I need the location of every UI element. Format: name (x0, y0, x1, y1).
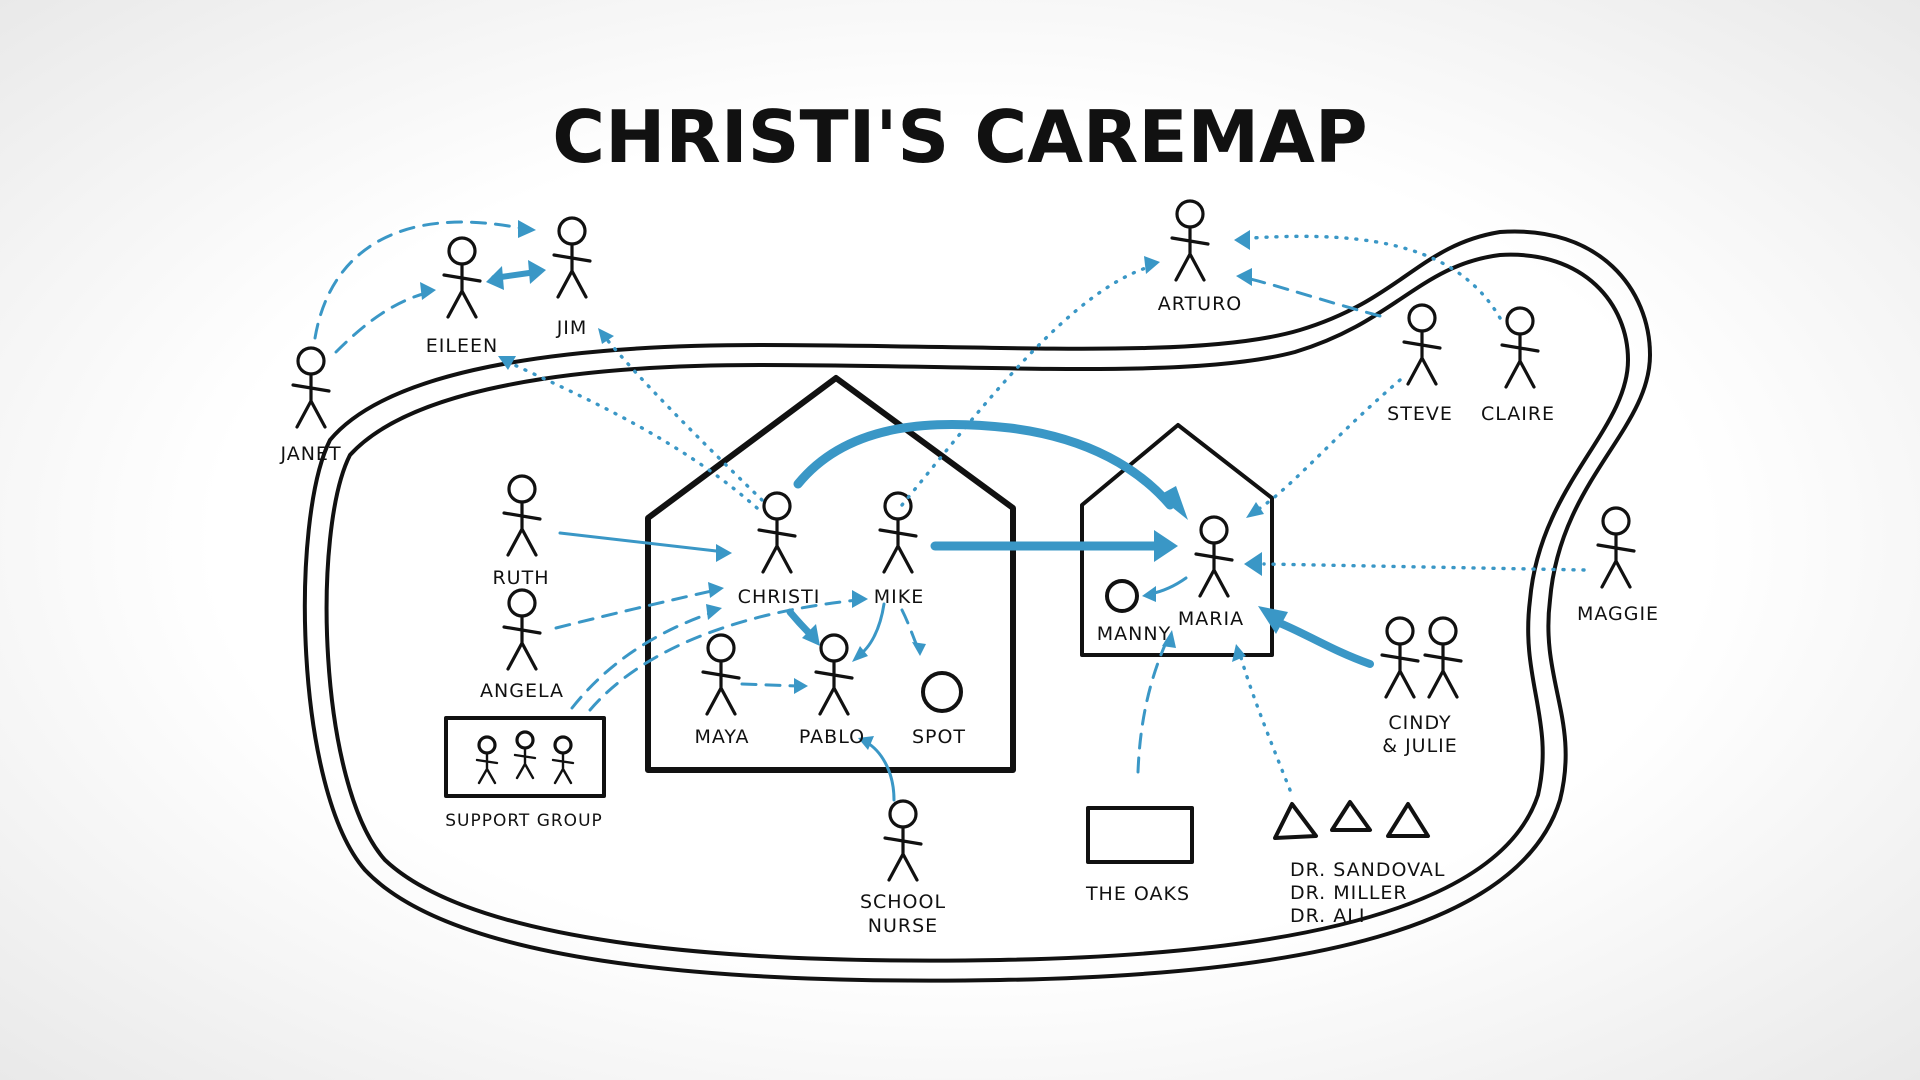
doctor-icon (1330, 800, 1372, 832)
janet-figure (291, 346, 331, 429)
jim-figure (552, 216, 592, 299)
support-group-box (444, 716, 606, 798)
maya-figure (701, 633, 741, 716)
maria-figure (1194, 515, 1234, 598)
label-manny: MANNY (1097, 623, 1171, 645)
label-maya: MAYA (694, 726, 749, 748)
label-spot: SPOT (912, 726, 966, 748)
community-boundary-inner (324, 252, 1630, 963)
spot-pet-icon (921, 671, 963, 713)
label-angela: ANGELA (480, 680, 564, 702)
label-julie: & JULIE (1382, 735, 1458, 757)
cindy-figure (1380, 616, 1420, 699)
arturo-figure (1170, 199, 1210, 282)
school-nurse-figure (883, 799, 923, 882)
label-cindy: CINDY (1388, 712, 1451, 734)
support-member-icon (475, 735, 499, 785)
support-member-icon (551, 735, 575, 785)
label-maria: MARIA (1178, 608, 1244, 630)
label-janet: JANET (279, 443, 341, 465)
label-jim: JIM (556, 317, 588, 339)
label-doctor-3: DR. ALI (1290, 905, 1365, 927)
claire-figure (1500, 306, 1540, 389)
the-oaks-building (1086, 806, 1194, 864)
manny-pet-icon (1105, 579, 1139, 613)
christi-house (645, 375, 1016, 773)
label-doctor-1: DR. SANDOVAL (1290, 859, 1445, 881)
maria-house (1080, 423, 1274, 657)
julie-figure (1423, 616, 1463, 699)
label-christi: CHRISTI (738, 586, 821, 608)
label-arturo: ARTURO (1158, 293, 1243, 315)
steve-figure (1402, 303, 1442, 386)
label-maggie: MAGGIE (1577, 603, 1659, 625)
pablo-figure (814, 633, 854, 716)
label-eileen: EILEEN (426, 335, 498, 357)
label-the-oaks: THE OAKS (1085, 883, 1190, 905)
christi-figure (757, 491, 797, 574)
relationship-arrows (313, 220, 1586, 802)
label-school-nurse-line1: SCHOOL (860, 891, 946, 913)
label-support-group: SUPPORT GROUP (445, 811, 603, 831)
label-school-nurse-line2: NURSE (868, 915, 938, 937)
label-ruth: RUTH (492, 567, 549, 589)
label-doctor-2: DR. MILLER (1290, 882, 1408, 904)
label-pablo: PABLO (799, 726, 865, 748)
label-mike: MIKE (874, 586, 924, 608)
eileen-figure (442, 236, 482, 319)
support-member-icon (513, 730, 537, 780)
mike-figure (878, 491, 918, 574)
label-steve: STEVE (1387, 403, 1453, 425)
ruth-figure (502, 474, 542, 557)
page-title: CHRISTI'S CAREMAP (552, 95, 1367, 179)
label-claire: CLAIRE (1481, 403, 1555, 425)
angela-figure (502, 588, 542, 671)
doctor-icon (1386, 802, 1430, 838)
community-boundary-outer (302, 229, 1652, 983)
doctor-icon (1273, 802, 1318, 840)
maggie-figure (1596, 506, 1636, 589)
